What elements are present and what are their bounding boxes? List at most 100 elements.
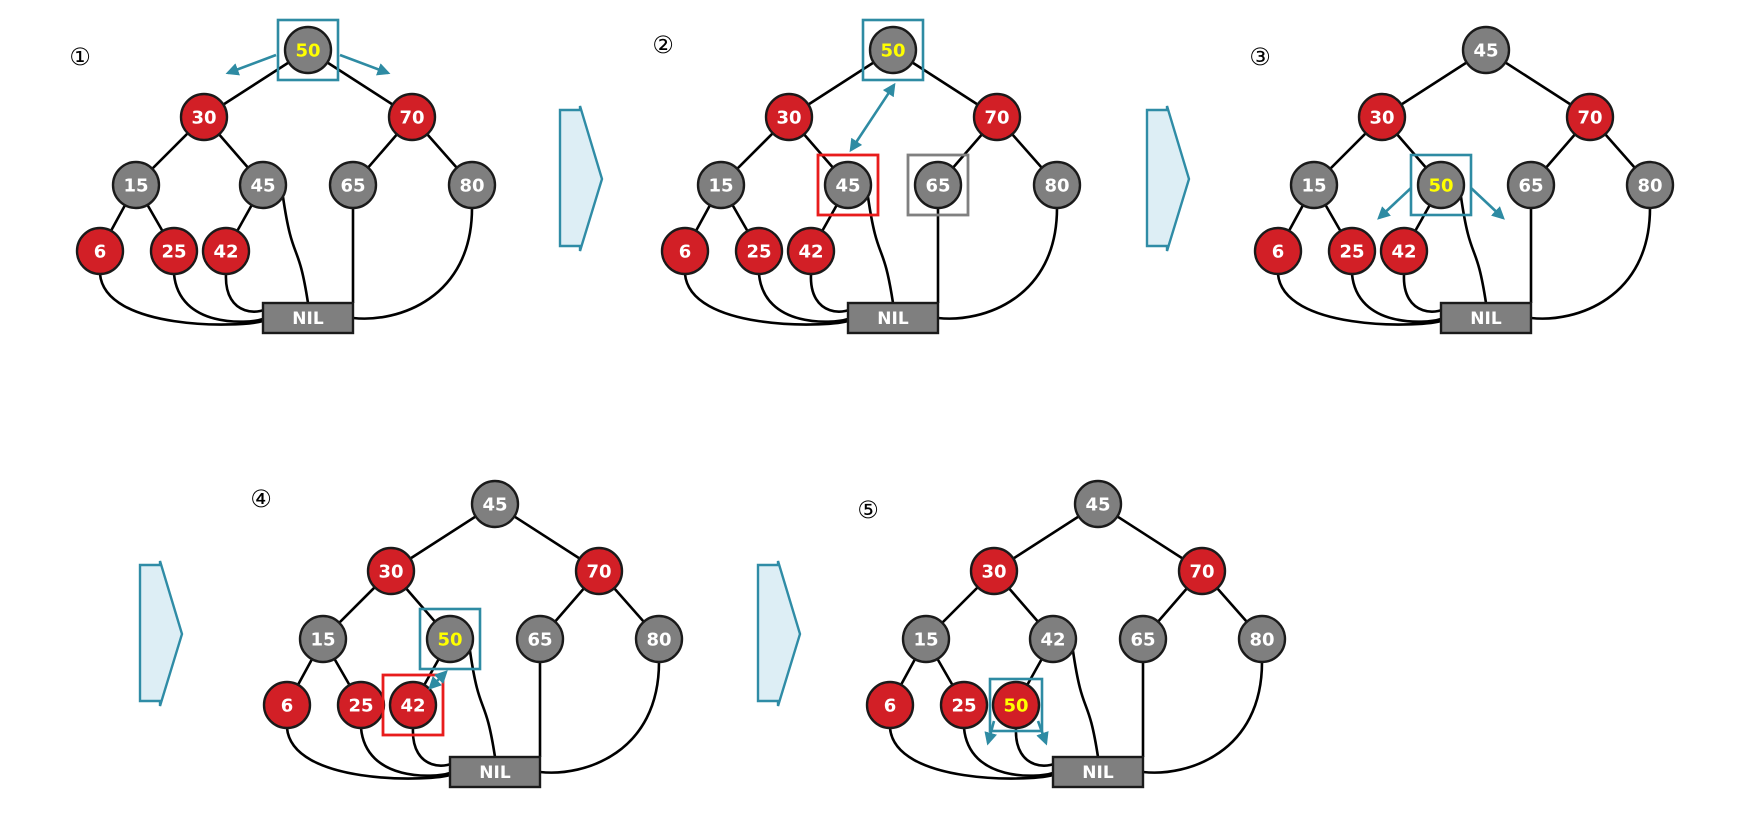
node-value: 6	[1272, 242, 1285, 263]
nil-box	[846, 301, 940, 335]
nil-link	[866, 196, 895, 304]
node-value: 6	[679, 242, 692, 263]
nil-link	[1530, 207, 1652, 320]
nil-link	[937, 207, 1059, 320]
node-value: 6	[281, 696, 294, 717]
node-value: 15	[123, 176, 148, 197]
node-rl	[515, 614, 565, 664]
node-lll	[75, 226, 125, 276]
node-rr	[1625, 160, 1675, 210]
node-value: 15	[708, 176, 733, 197]
nil-label: NIL	[1082, 763, 1114, 783]
node-llr	[939, 680, 989, 730]
node-value: 45	[1085, 495, 1110, 516]
swap-arrow	[428, 670, 448, 690]
target-box	[418, 607, 482, 671]
arrow-left	[984, 720, 998, 746]
next-step-arrow-3	[138, 560, 184, 707]
node-lll	[262, 680, 312, 730]
nil-link	[98, 273, 264, 326]
arrow-right	[1470, 187, 1505, 220]
arrow-right	[1036, 720, 1049, 746]
next-step-arrow-1	[558, 105, 604, 252]
step-label-3: ③	[1249, 43, 1271, 71]
node-value: 42	[213, 242, 238, 263]
node-lll	[865, 680, 915, 730]
nil-link	[352, 207, 474, 320]
node-value: 25	[348, 696, 373, 717]
node-rl	[1118, 614, 1168, 664]
node-value: 30	[1369, 108, 1394, 129]
node-lr	[238, 160, 288, 210]
nil-link	[1276, 273, 1442, 326]
swap-arrow	[849, 82, 896, 153]
nil-link	[539, 661, 661, 774]
node-lrl	[1379, 226, 1429, 276]
node-root	[283, 25, 333, 75]
node-lr	[1028, 614, 1078, 664]
node-value: 42	[400, 696, 425, 717]
nil-box	[1439, 301, 1533, 335]
node-value: 70	[586, 562, 611, 583]
node-l	[764, 92, 814, 142]
node-value: 30	[776, 108, 801, 129]
nil-box	[1051, 755, 1145, 789]
node-rl	[913, 160, 963, 210]
nil-link	[1071, 650, 1100, 758]
node-value: 80	[646, 630, 671, 651]
next-step-arrow-4	[756, 560, 802, 707]
node-value: 30	[981, 562, 1006, 583]
node-value: 45	[835, 176, 860, 197]
step-label-1: ①	[69, 43, 91, 71]
target-box	[1409, 153, 1473, 217]
node-lrl	[388, 680, 438, 730]
node-l	[366, 546, 416, 596]
nil-link	[757, 273, 849, 323]
node-value: 65	[1518, 176, 1543, 197]
node-rr	[1032, 160, 1082, 210]
arrow-left	[1377, 187, 1412, 220]
node-value: 80	[1637, 176, 1662, 197]
step-label-4: ④	[250, 485, 272, 513]
node-value: 45	[482, 495, 507, 516]
nil-box	[448, 755, 542, 789]
node-ll	[696, 160, 746, 210]
node-r	[574, 546, 624, 596]
node-rr	[634, 614, 684, 664]
node-value: 25	[746, 242, 771, 263]
node-llr	[1327, 226, 1377, 276]
node-value: 50	[1003, 696, 1028, 717]
node-value: 65	[925, 176, 950, 197]
node-value: 70	[984, 108, 1009, 129]
nil-label: NIL	[479, 763, 511, 783]
node-value: 80	[1249, 630, 1274, 651]
node-value: 42	[798, 242, 823, 263]
successor-box	[816, 153, 880, 217]
next-step-arrow-2	[1145, 105, 1191, 252]
node-value: 50	[437, 630, 462, 651]
node-value: 25	[1339, 242, 1364, 263]
node-r	[972, 92, 1022, 142]
node-rr	[1237, 614, 1287, 664]
node-root	[868, 25, 918, 75]
node-l	[969, 546, 1019, 596]
node-value: 30	[378, 562, 403, 583]
node-value: 15	[913, 630, 938, 651]
node-value: 6	[94, 242, 107, 263]
node-value: 50	[880, 41, 905, 62]
step-label-2: ②	[652, 31, 674, 59]
node-root	[470, 479, 520, 529]
node-lr	[1416, 160, 1466, 210]
node-l	[179, 92, 229, 142]
node-value: 15	[310, 630, 335, 651]
target-box	[988, 677, 1044, 733]
target-box	[861, 18, 925, 82]
node-value: 80	[1044, 176, 1069, 197]
node-lll	[660, 226, 710, 276]
node-value: 6	[884, 696, 897, 717]
node-value: 42	[1391, 242, 1416, 263]
node-root	[1073, 479, 1123, 529]
